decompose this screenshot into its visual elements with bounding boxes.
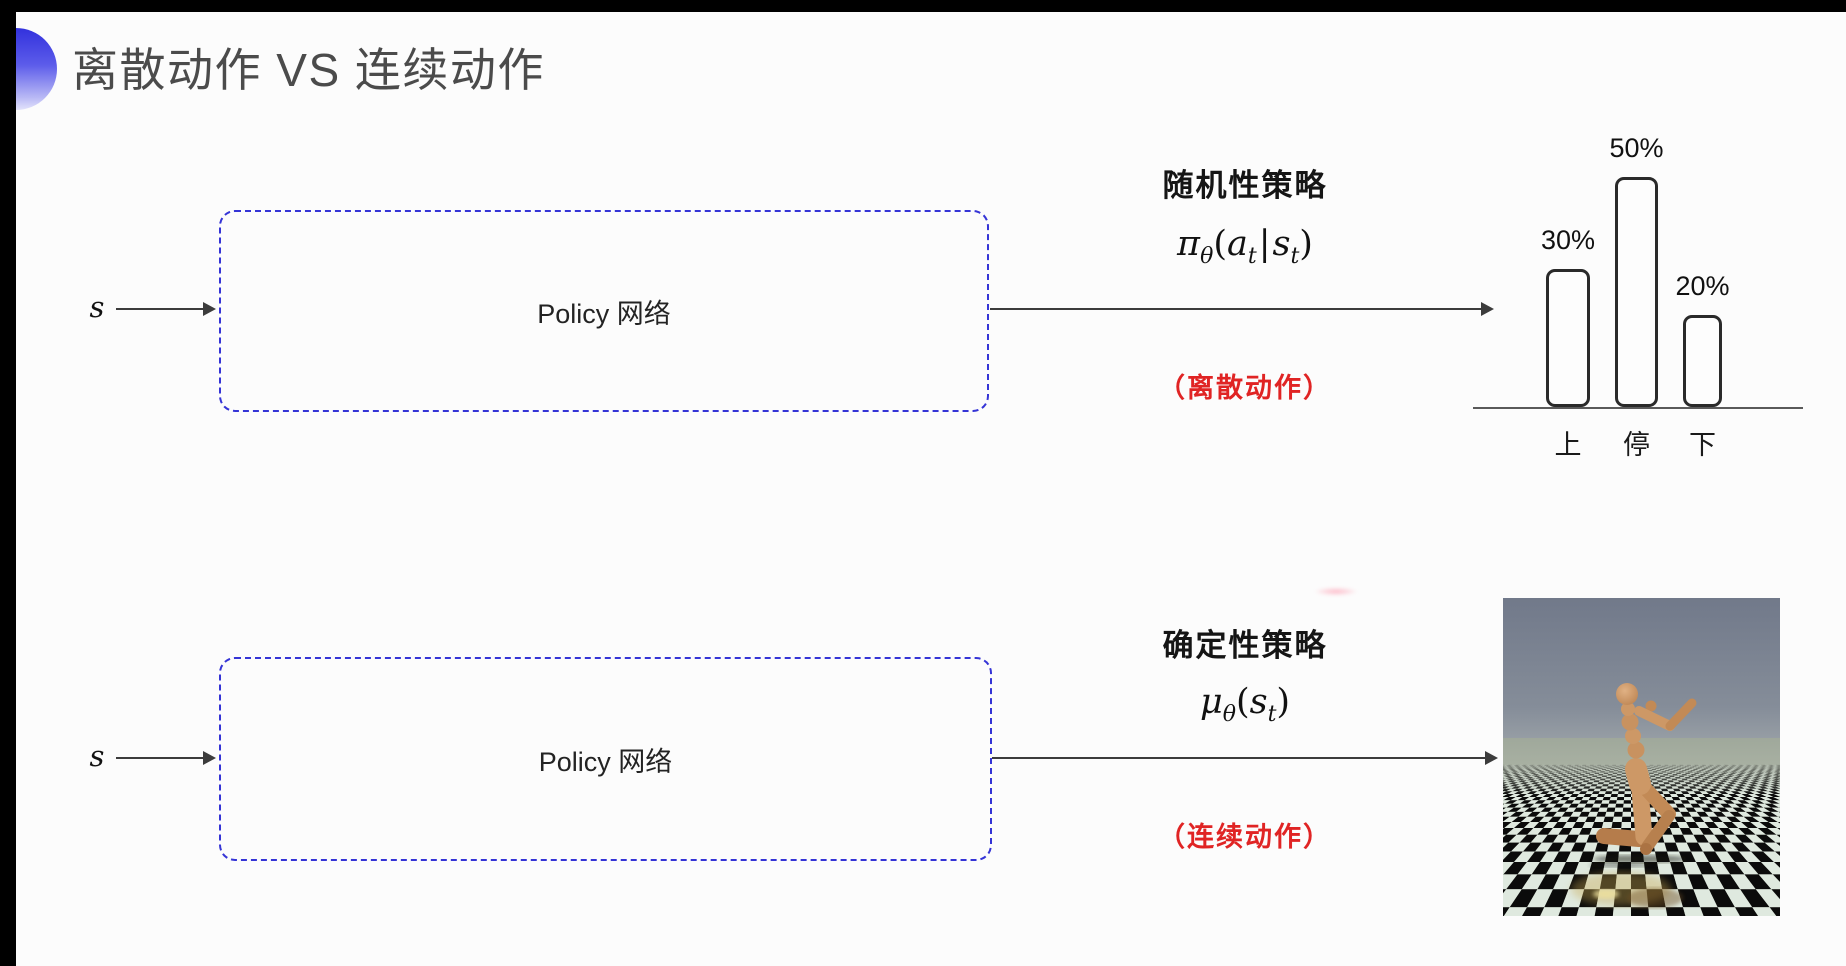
formula-part: θ xyxy=(1200,244,1214,269)
humanoid-simulation-image xyxy=(1503,598,1780,916)
action-type-note-top: （离散动作） xyxy=(1158,373,1332,403)
policy-network-label-bottom: Policy 网络 xyxy=(538,746,673,777)
humanoid-simulation-svg xyxy=(1503,598,1780,916)
policy-type-label-bottom: 确定性策略 xyxy=(1162,628,1328,663)
bar-value-label: 20% xyxy=(1675,271,1730,301)
arrow-input-top xyxy=(116,302,216,316)
humanoid-figure xyxy=(1596,683,1697,855)
bar-chart-baseline xyxy=(1473,407,1803,409)
figure-shadow xyxy=(1589,855,1687,868)
bar-停 xyxy=(1615,177,1658,407)
bar-下 xyxy=(1683,315,1722,407)
letterbox-left xyxy=(0,0,16,966)
formula-part: s xyxy=(1272,224,1291,264)
bar-value-label: 50% xyxy=(1609,133,1664,163)
formula-part: θ xyxy=(1222,702,1236,727)
page-title: 离散动作 VS 连续动作 xyxy=(72,44,545,96)
state-input-label-bottom: s xyxy=(89,739,105,773)
policy-type-label-top: 随机性策略 xyxy=(1162,168,1328,203)
arrow-output-top xyxy=(990,302,1494,316)
formula-part: t xyxy=(1290,244,1300,269)
formula-part: π xyxy=(1177,224,1201,264)
action-type-note-bottom: （连续动作） xyxy=(1158,822,1332,852)
formula-part: ( xyxy=(1235,682,1250,722)
formula-part: ( xyxy=(1213,224,1227,264)
formula-part: t xyxy=(1247,244,1257,269)
letterbox-top xyxy=(0,0,1846,12)
formula-part: t xyxy=(1267,702,1277,727)
bar-上 xyxy=(1546,269,1590,407)
formula-part: ) xyxy=(1276,682,1291,722)
policy-network-label-top: Policy 网络 xyxy=(537,298,671,329)
arrow-input-bottom xyxy=(116,751,216,765)
bar-category-label: 下 xyxy=(1689,430,1716,460)
bar-category-label: 上 xyxy=(1554,430,1582,460)
bar-chart: 30% 上 50% 停 20% 下 xyxy=(1473,100,1803,470)
formula-part: ) xyxy=(1299,224,1313,264)
arrow-output-bottom xyxy=(992,751,1498,765)
bar-value-label: 30% xyxy=(1540,225,1596,255)
formula-part: μ xyxy=(1199,682,1223,722)
state-input-label-top: s xyxy=(89,290,105,324)
bar-category-label: 停 xyxy=(1623,430,1650,460)
policy-network-box-top: Policy 网络 xyxy=(219,210,989,412)
sim-sky xyxy=(1503,598,1780,744)
floor-glare xyxy=(1571,872,1683,908)
policy-network-box-bottom: Policy 网络 xyxy=(219,657,992,861)
formula-part: s xyxy=(1249,682,1268,722)
policy-formula-bottom: μθ(st) xyxy=(1030,682,1460,727)
formula-part: a xyxy=(1226,224,1248,264)
policy-formula-top: πθ(at|st) xyxy=(1030,224,1460,269)
formula-part: | xyxy=(1258,224,1271,264)
laser-smudge-artifact xyxy=(1314,587,1358,596)
